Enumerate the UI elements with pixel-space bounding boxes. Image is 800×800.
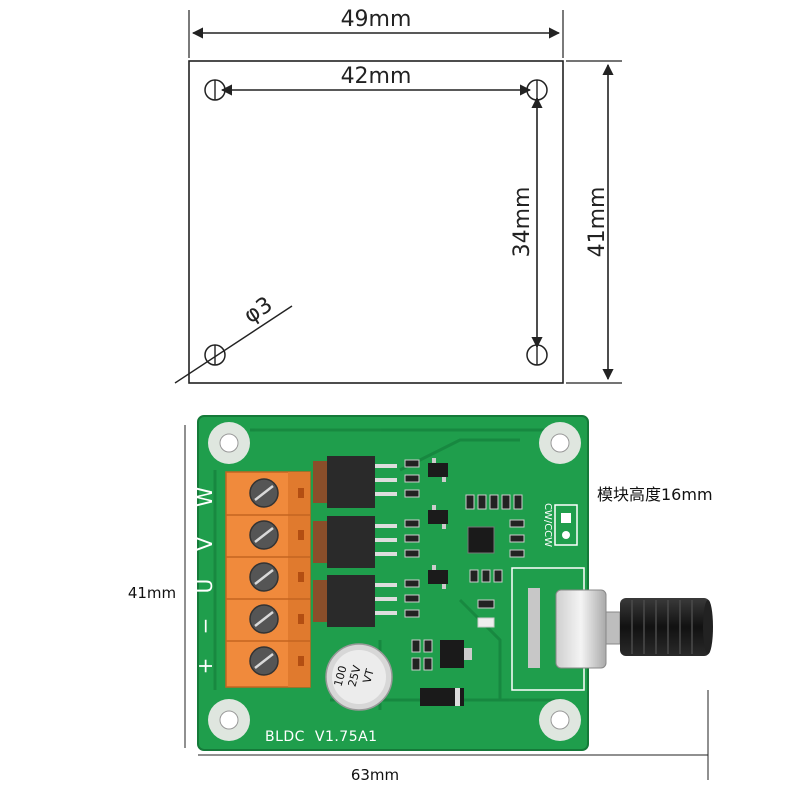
hole-diameter-label: φ3 (240, 292, 278, 328)
module-height-label: 模块高度16mm (597, 485, 713, 504)
terminal-label-minus: − (193, 618, 217, 635)
jumper-label: CW/CCW (542, 503, 553, 547)
mosfet (313, 575, 397, 627)
voltage-regulator (440, 640, 472, 668)
terminal-labels: W V U − + (193, 487, 217, 674)
hole-spacing-label: 42mm (341, 64, 412, 89)
mosfet (313, 456, 397, 508)
electrolytic-capacitor: 100 25V VT (325, 643, 393, 711)
vertical-hole-spacing-label: 34mm (510, 187, 535, 258)
capacitor-value: 100 (332, 664, 350, 688)
diode (420, 688, 464, 706)
terminal-label-w: W (193, 487, 217, 507)
diameter-leader-line (174, 305, 293, 384)
terminal-label-plus: + (193, 658, 217, 675)
board-illustration: 41mm 63mm 模块高度16mm (128, 415, 713, 784)
board-height-label: 41mm (128, 584, 176, 602)
width-label: 49mm (341, 7, 412, 32)
pcb-mounting-holes (208, 422, 581, 741)
mosfets (313, 456, 397, 627)
terminal-label-u: U (193, 579, 217, 594)
direction-jumper: CW/CCW (542, 503, 578, 547)
height-label: 41mm (585, 187, 610, 258)
potentiometer (528, 588, 713, 669)
capacitor-voltage: 25V (346, 664, 364, 689)
mosfet (313, 516, 397, 568)
smd-components (404, 459, 525, 671)
board-model-label: BLDC V1.75A1 (265, 729, 378, 745)
board-length-label: 63mm (351, 766, 399, 784)
capacitor-series: VT (360, 667, 376, 684)
transistors (428, 458, 448, 589)
top-outline-drawing: 49mm 42mm 34mm 41mm φ3 (174, 7, 622, 384)
board-outline (188, 60, 564, 384)
potentiometer-knob[interactable] (620, 598, 710, 656)
terminal-label-v: V (193, 537, 217, 551)
controller-ic (467, 526, 495, 554)
terminal-block (225, 471, 311, 688)
